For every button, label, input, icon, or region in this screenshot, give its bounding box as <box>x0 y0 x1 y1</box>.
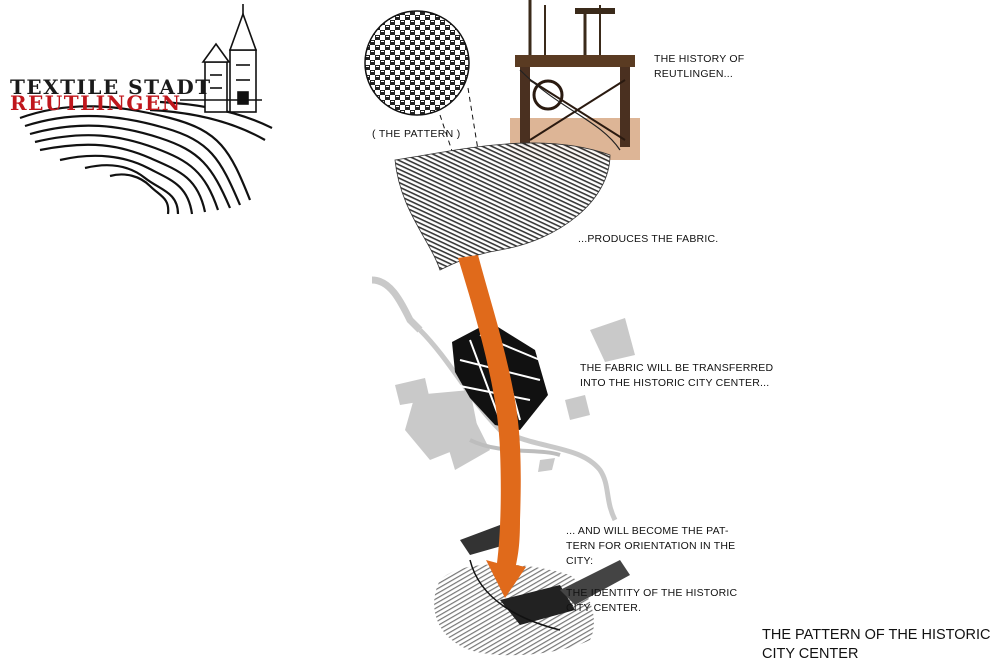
label-history-line: THE HISTORY OF <box>654 53 745 65</box>
label-orientation-line: CITY: <box>566 555 594 567</box>
label-transfer-line: INTO THE HISTORIC CITY CENTER... <box>580 377 770 389</box>
logo-subtitle: REUTLINGEN <box>10 91 182 115</box>
label-identity: THE IDENTITY OF THE HISTORIC CITY CENTER… <box>566 586 737 616</box>
label-orientation-line: TERN FOR ORIENTATION IN THE <box>566 540 736 552</box>
label-transfer-line: THE FABRIC WILL BE TRANSFERRED <box>580 362 774 374</box>
logo-ribbon <box>19 100 273 215</box>
label-orientation: ... AND WILL BECOME THE PAT- TERN FOR OR… <box>566 524 735 569</box>
flow-arrow <box>458 255 526 598</box>
label-identity-line: CITY CENTER. <box>566 602 642 614</box>
label-orientation-line: ... AND WILL BECOME THE PAT- <box>566 525 729 537</box>
city-map <box>371 276 635 522</box>
loom-machine <box>510 0 640 160</box>
diagram-title-line: THE PATTERN OF THE HISTORIC <box>762 627 991 643</box>
label-history: THE HISTORY OF REUTLINGEN... <box>654 52 744 82</box>
fabric-fan <box>394 69 621 271</box>
pattern-caption: ( THE PATTERN ) <box>372 128 461 140</box>
label-fabric-line: ...PRODUCES THE FABRIC. <box>578 233 719 245</box>
logo-title: TEXTILE STADT <box>10 75 212 99</box>
label-transfer: THE FABRIC WILL BE TRANSFERRED INTO THE … <box>580 361 773 391</box>
bottom-map <box>434 525 630 656</box>
label-identity-line: THE IDENTITY OF THE HISTORIC <box>566 587 738 599</box>
label-fabric: ...PRODUCES THE FABRIC. <box>578 232 718 247</box>
logo-tower <box>180 4 262 113</box>
diagram-title: THE PATTERN OF THE HISTORIC CITY CENTER <box>762 626 991 664</box>
diagram-title-line: CITY CENTER <box>762 646 859 662</box>
label-history-line: REUTLINGEN... <box>654 68 734 80</box>
